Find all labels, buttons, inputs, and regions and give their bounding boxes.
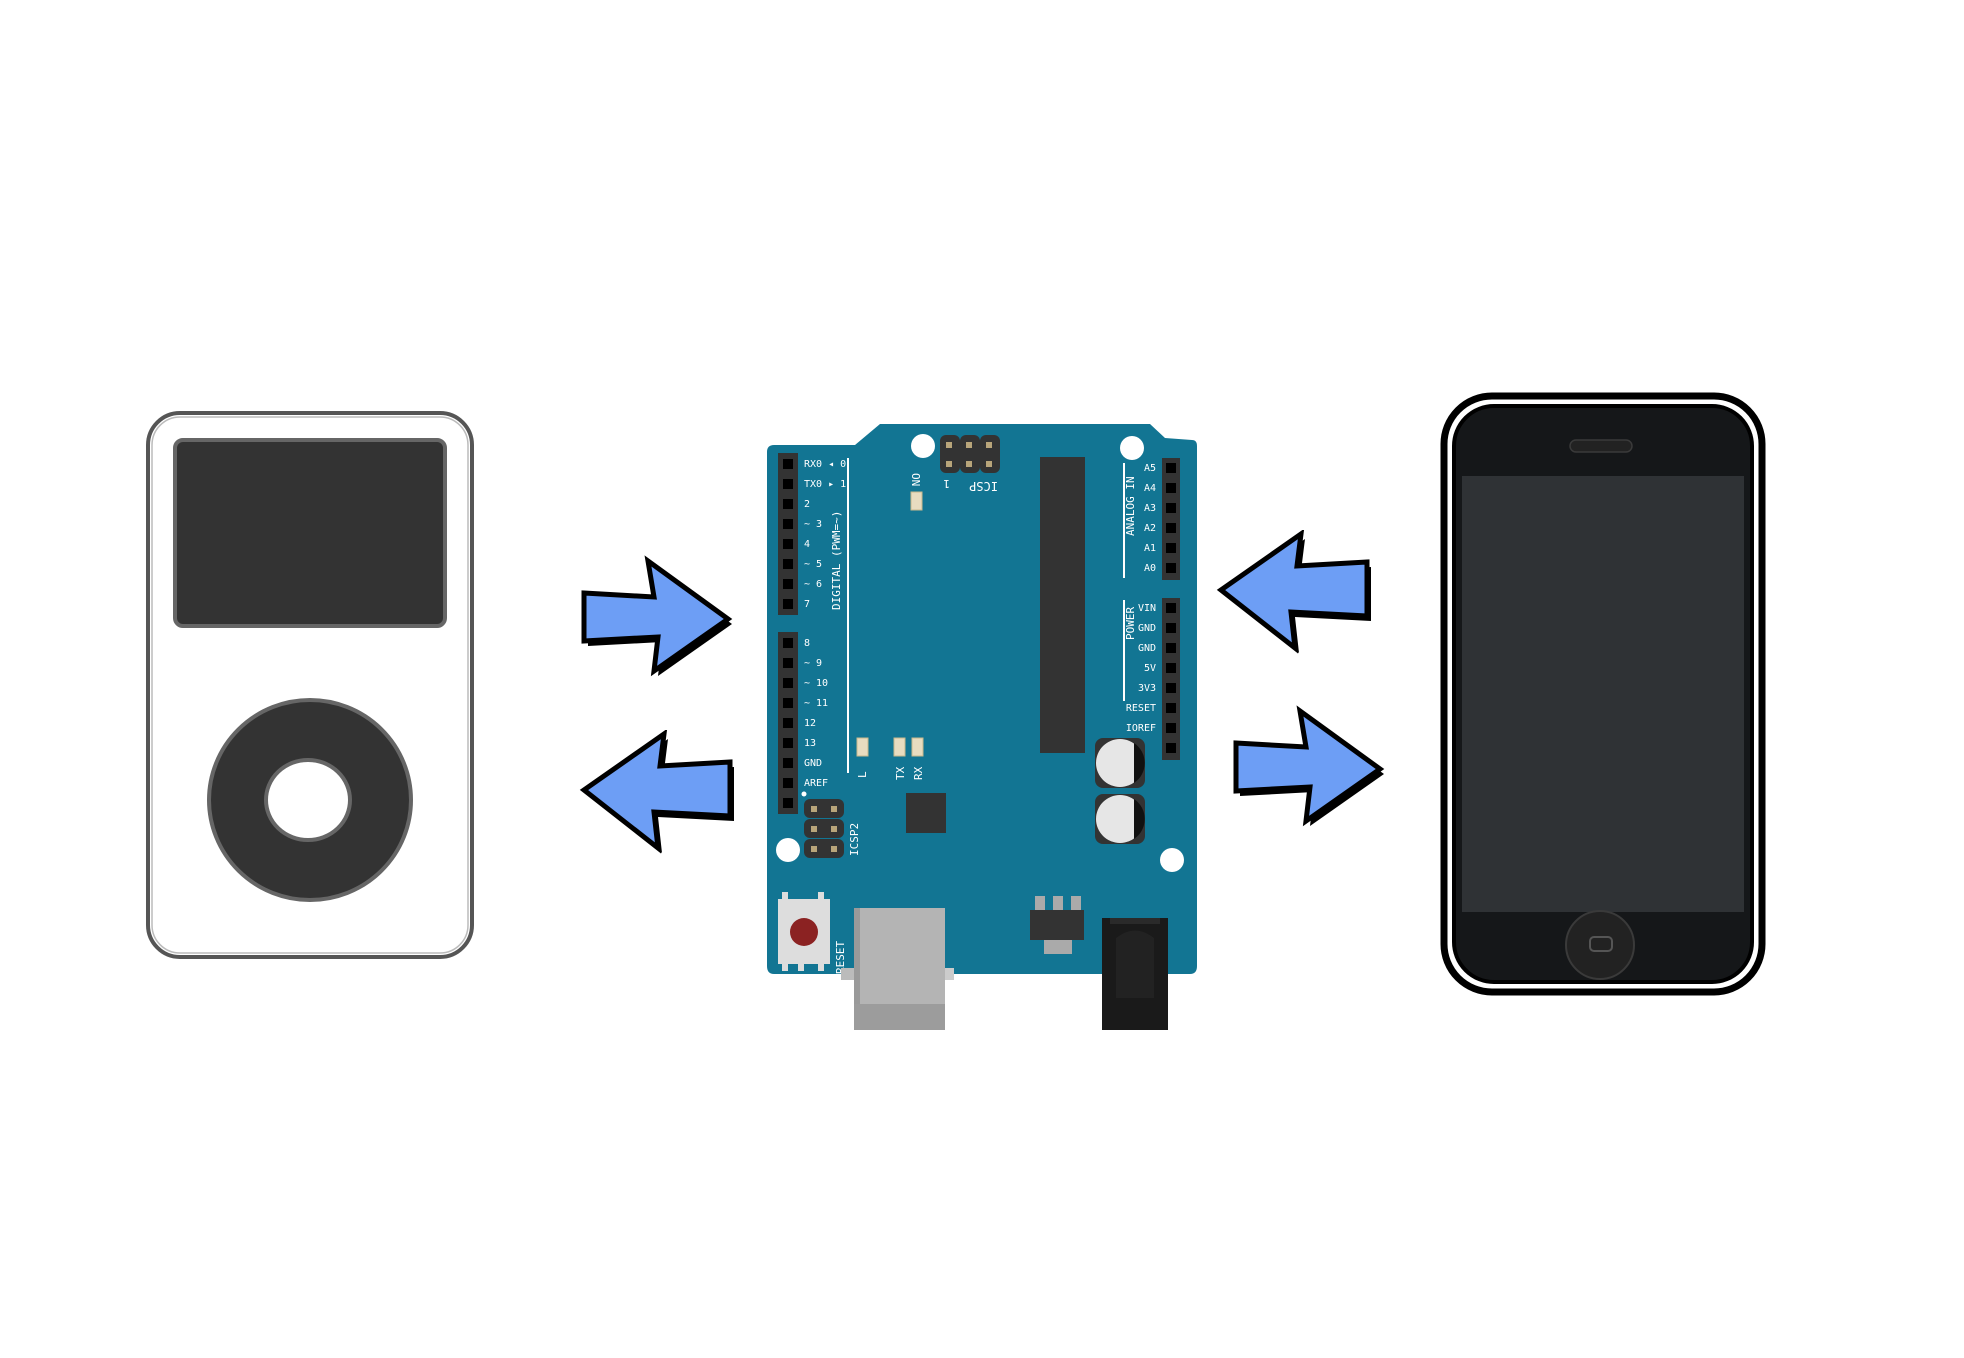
svg-text:4: 4 <box>804 539 810 550</box>
capacitor <box>1095 794 1145 844</box>
svg-text:A3: A3 <box>1144 503 1156 514</box>
voltage-regulator <box>1030 910 1084 940</box>
svg-text:12: 12 <box>804 718 816 729</box>
svg-text:5V: 5V <box>1144 663 1156 674</box>
arduino-board: 1 ICSP ON RX0 ◂ 0 TX0 ▸ 1 2 ~ 3 4 ~ 5 ~ … <box>760 418 1200 1030</box>
arrow-ipod-to-arduino <box>578 555 740 680</box>
svg-text:RX0 ◂ 0: RX0 ◂ 0 <box>804 459 846 470</box>
svg-text:A2: A2 <box>1144 523 1156 534</box>
svg-text:IOREF: IOREF <box>1126 723 1156 734</box>
arrow-iphone-to-arduino <box>1215 528 1377 655</box>
iphone-speaker <box>1569 439 1633 453</box>
svg-text:~ 6: ~ 6 <box>804 579 822 590</box>
svg-text:A5: A5 <box>1144 463 1156 474</box>
arrow-arduino-to-ipod <box>578 728 740 855</box>
svg-text:ICSP2: ICSP2 <box>848 823 861 856</box>
svg-text:AREF: AREF <box>804 778 828 789</box>
icsp-header <box>940 435 1000 473</box>
svg-text:VIN: VIN <box>1138 603 1156 614</box>
svg-text:RX: RX <box>912 766 925 780</box>
iphone-device <box>1440 392 1772 998</box>
svg-text:ANALOG IN: ANALOG IN <box>1124 476 1137 536</box>
iphone-icon <box>1440 392 1766 996</box>
microcontroller-chip <box>1040 457 1085 753</box>
svg-text:8: 8 <box>804 638 810 649</box>
reset-button[interactable] <box>778 892 830 971</box>
svg-text:GND: GND <box>1138 643 1156 654</box>
svg-text:7: 7 <box>804 599 810 610</box>
svg-text:~ 3: ~ 3 <box>804 519 822 530</box>
arrow-arduino-to-iphone <box>1230 705 1392 830</box>
ipod-device <box>145 410 475 960</box>
svg-text:~ 5: ~ 5 <box>804 559 822 570</box>
svg-text:~ 10: ~ 10 <box>804 678 828 689</box>
arrow-right-icon <box>1233 705 1385 827</box>
svg-text:3V3: 3V3 <box>1138 683 1156 694</box>
arrow-left-icon <box>579 728 734 854</box>
svg-text:2: 2 <box>804 499 810 510</box>
capacitor <box>1095 738 1145 788</box>
svg-text:TX0 ▸ 1: TX0 ▸ 1 <box>804 479 846 490</box>
svg-text:A4: A4 <box>1144 483 1156 494</box>
iphone-screen <box>1462 476 1744 912</box>
svg-text:1: 1 <box>943 477 950 490</box>
svg-text:DIGITAL (PWM=~): DIGITAL (PWM=~) <box>830 511 843 610</box>
ipod-icon <box>146 411 474 959</box>
svg-text:~ 9: ~ 9 <box>804 658 822 669</box>
svg-text:ICSP: ICSP <box>969 479 998 493</box>
ipod-center-button <box>264 758 352 842</box>
svg-text:13: 13 <box>804 738 816 749</box>
svg-text:TX: TX <box>894 766 907 780</box>
arrow-left-icon <box>1216 528 1371 654</box>
svg-text:GND: GND <box>804 758 822 769</box>
ipod-screen <box>173 438 447 628</box>
svg-text:L: L <box>856 771 869 778</box>
arduino-board-icon: 1 ICSP ON RX0 ◂ 0 TX0 ▸ 1 2 ~ 3 4 ~ 5 ~ … <box>767 424 1197 1030</box>
iphone-home-button <box>1565 910 1635 980</box>
svg-text:GND: GND <box>1138 623 1156 634</box>
svg-text:RESET: RESET <box>1126 703 1156 714</box>
svg-text:RESET: RESET <box>834 941 847 974</box>
svg-text:~ 11: ~ 11 <box>804 698 828 709</box>
svg-text:A1: A1 <box>1144 543 1156 554</box>
svg-text:A0: A0 <box>1144 563 1156 574</box>
svg-text:POWER: POWER <box>1124 607 1137 640</box>
arrow-right-icon <box>581 555 733 677</box>
svg-text:ON: ON <box>909 473 922 486</box>
